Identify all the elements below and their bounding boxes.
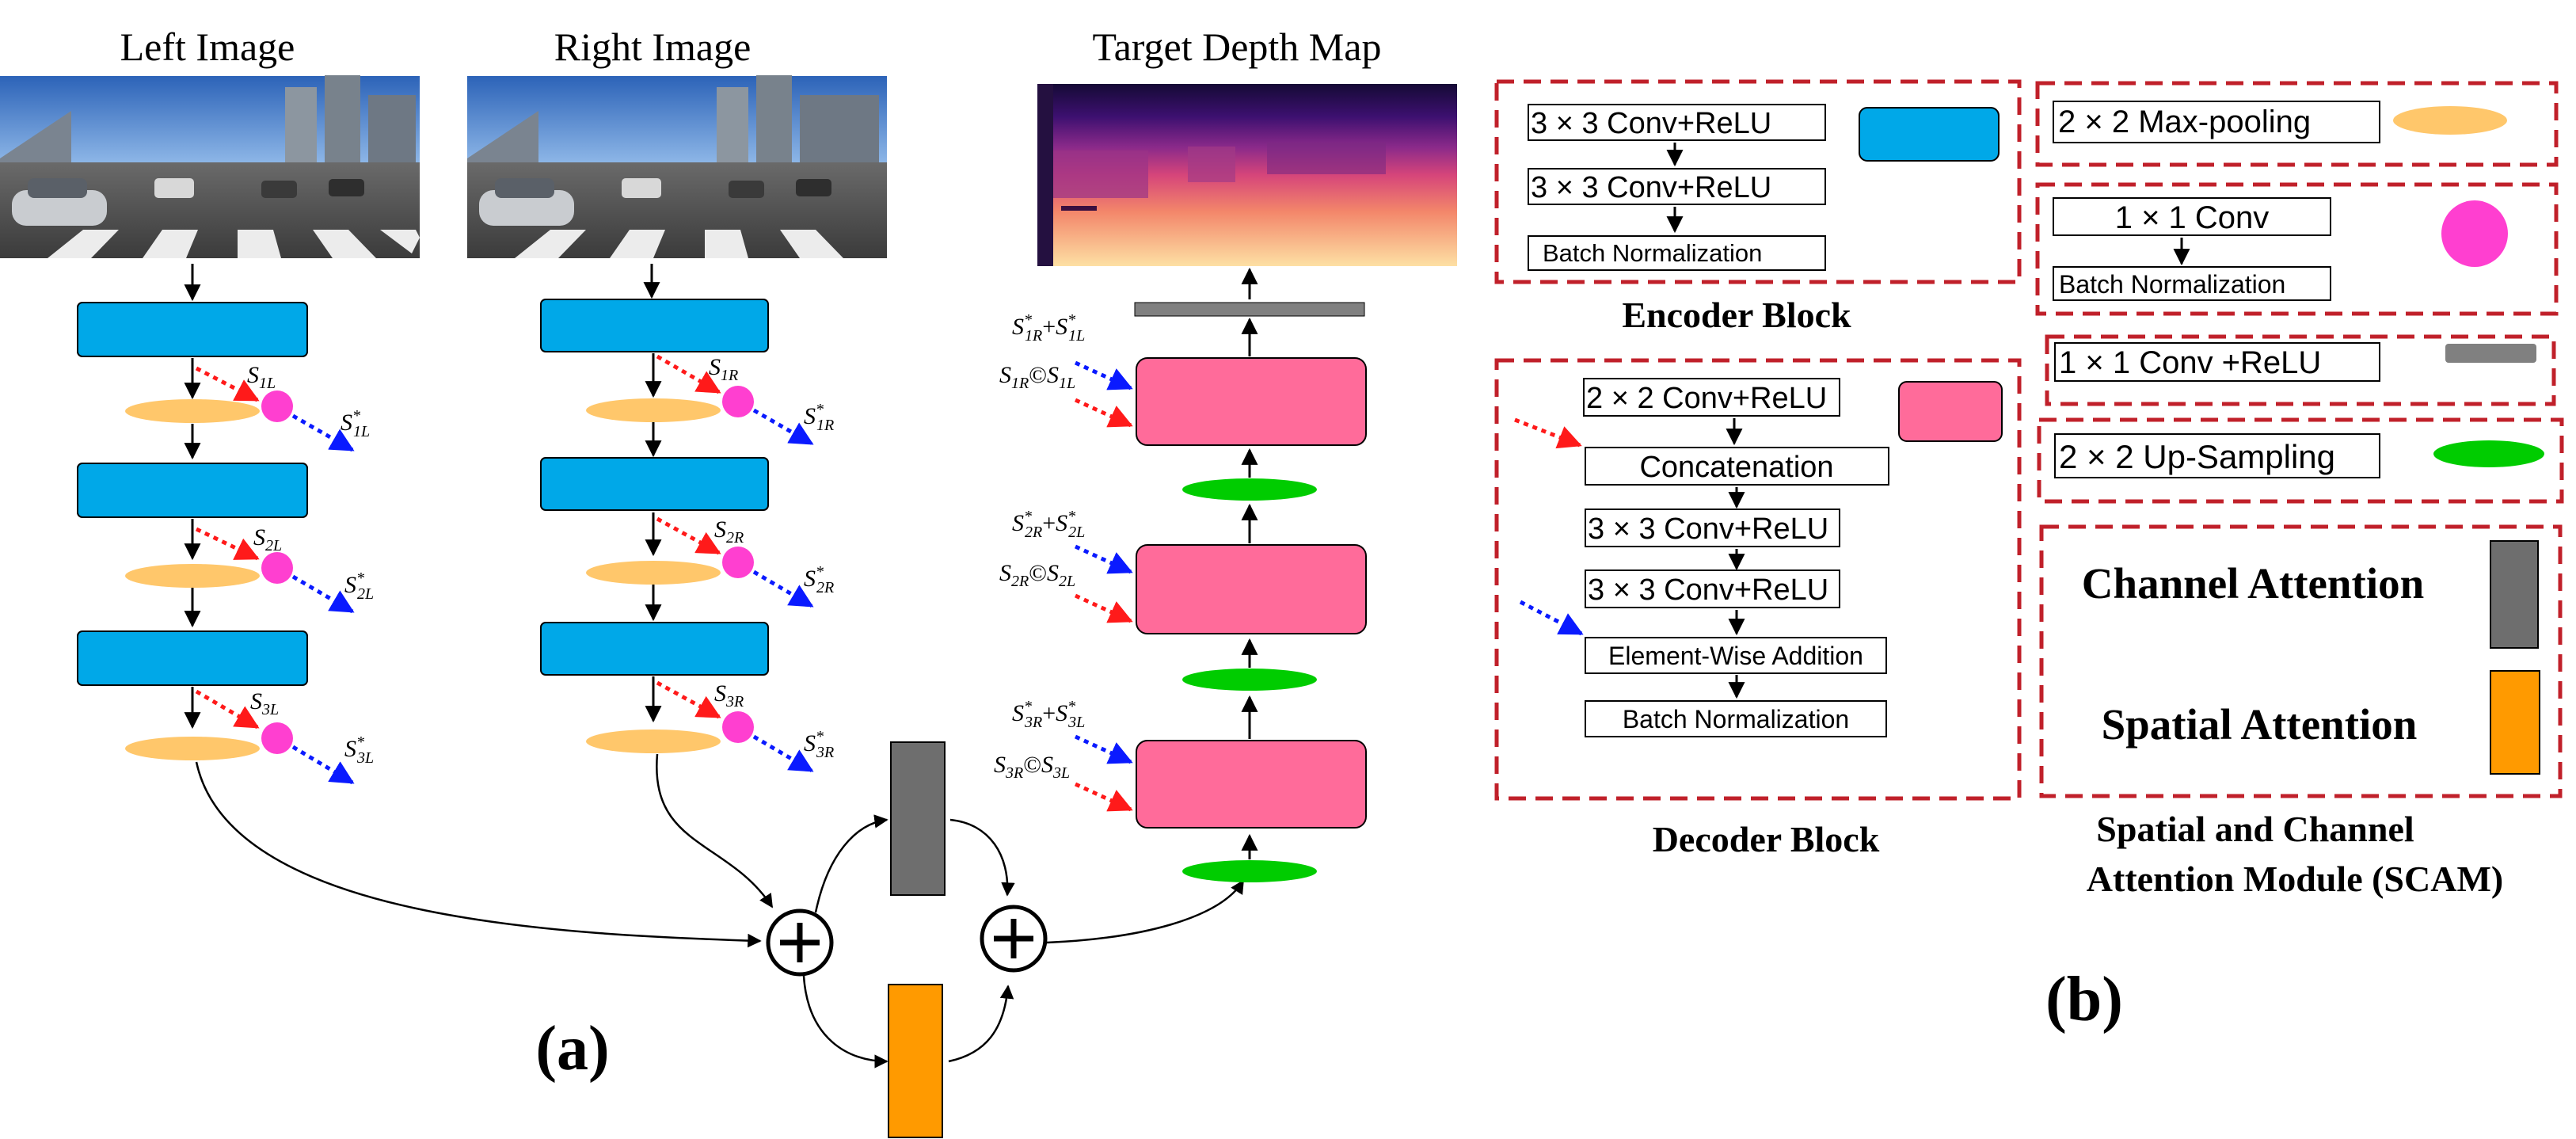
spatial-attention-swatch <box>2490 670 2540 775</box>
right-encoder-block-1 <box>540 299 769 352</box>
skip-label-s3r-star: S*3R <box>804 728 834 761</box>
scam-fusion <box>195 741 1245 1138</box>
skip-label-s1l: S1L <box>247 362 276 392</box>
right-encoder-block-3 <box>540 622 769 676</box>
maxpool-label: 2 × 2 Max-pooling <box>2058 105 2311 139</box>
encoder-block-title: Encoder Block <box>1622 295 1851 335</box>
decoder-step-1: 2 × 2 Conv+ReLU <box>1586 382 1827 415</box>
panel-a-label: (a) <box>535 1014 609 1084</box>
skip-label-s3l: S3L <box>250 688 279 718</box>
upsample-3 <box>1182 860 1317 882</box>
decoder-input-3-sum: S*3R+S*3L <box>1012 698 1085 731</box>
decoder-step-3: 3 × 3 Conv+ReLU <box>1588 512 1828 546</box>
decoder-block-2 <box>1136 544 1367 634</box>
decoder-input-1-sum: S*1R+S*1L <box>1012 311 1085 345</box>
right-conv1x1-2 <box>722 547 754 578</box>
decoder-color-swatch <box>1898 381 2003 442</box>
output-conv1x1-relu <box>1134 302 1365 317</box>
scam-title-line-2: Attention Module (SCAM) <box>2087 859 2503 899</box>
decoder-block-title: Decoder Block <box>1653 819 1880 859</box>
upsampling-legend: 2 × 2 Up-Sampling <box>2037 417 2564 504</box>
skip-label-s2r-star: S*2R <box>804 563 834 596</box>
left-maxpool-3 <box>125 737 260 760</box>
conv1x1-swatch <box>2441 200 2508 267</box>
skip-label-s3l-star: S*3L <box>344 733 374 767</box>
left-maxpool-2 <box>125 564 260 588</box>
right-maxpool-1 <box>586 398 721 422</box>
encoder-step-2: 3 × 3 Conv+ReLU <box>1531 171 1771 204</box>
decoder-block-1 <box>1136 357 1367 446</box>
skip-label-s2l-star: S*2L <box>344 570 374 603</box>
skip-label-s3r: S3R <box>714 680 744 710</box>
right-encoder: S1R S*1R S2R S*2R S3R S*3R <box>540 264 834 773</box>
decoder: S*1R+S*1L S1R©S1L S*2R+S*2L S2R©S2L S*3R… <box>994 267 1367 882</box>
decoder-step-5: Element-Wise Addition <box>1608 642 1863 670</box>
spatial-attention-block <box>888 984 943 1138</box>
encoder-color-swatch <box>1859 107 2000 162</box>
conv1x1-relu-legend: 1 × 1 Conv +ReLU <box>2045 334 2556 406</box>
encoder-step-3: Batch Normalization <box>1543 239 1762 267</box>
right-maxpool-3 <box>586 729 721 753</box>
left-maxpool-1 <box>125 399 260 423</box>
channel-attention-block <box>890 741 946 896</box>
decoder-input-2-concat: S2R©S2L <box>999 560 1075 590</box>
spatial-attention-label: Spatial Attention <box>2102 700 2418 749</box>
skip-label-s1l-star: S*1L <box>341 407 370 440</box>
left-image-title: Left Image <box>120 25 295 69</box>
decoder-input-2-sum: S*2R+S*2L <box>1012 508 1085 541</box>
encoder-step-1: 3 × 3 Conv+ReLU <box>1531 107 1771 140</box>
skip-label-s2l: S2L <box>253 524 282 554</box>
decoder-step-4: 3 × 3 Conv+ReLU <box>1588 573 1828 607</box>
left-encoder-block-1 <box>77 302 308 357</box>
upsampling-label: 2 × 2 Up-Sampling <box>2059 438 2335 475</box>
right-conv1x1-1 <box>722 386 754 417</box>
right-image <box>467 75 887 258</box>
conv1x1-relu-label: 1 × 1 Conv +ReLU <box>2059 345 2321 380</box>
decoder-block-legend: 2 × 2 Conv+ReLU Concatenation 3 × 3 Conv… <box>1494 358 2022 801</box>
upsample-1 <box>1182 478 1317 501</box>
skip-label-s1r-star: S*1R <box>804 401 834 434</box>
conv1x1-relu-swatch <box>2445 344 2536 363</box>
depth-map-title: Target Depth Map <box>1093 25 1382 69</box>
panel-b-label: (b) <box>2045 965 2123 1034</box>
left-conv1x1-2 <box>261 552 293 584</box>
conv1x1-step-2: Batch Normalization <box>2059 270 2285 299</box>
panel-a: Left Image Right Image Target Depth Map <box>0 25 1457 1138</box>
panel-b: 3 × 3 Conv+ReLU 3 × 3 Conv+ReLU Batch No… <box>1494 79 2564 1034</box>
right-maxpool-2 <box>586 561 721 585</box>
left-conv1x1-3 <box>261 722 293 754</box>
decoder-block-3 <box>1136 740 1367 829</box>
channel-attention-swatch <box>2490 540 2539 649</box>
maxpool-swatch <box>2393 106 2507 135</box>
conv1x1-legend: 1 × 1 Conv Batch Normalization <box>2035 182 2559 316</box>
upsample-2 <box>1182 669 1317 691</box>
encoder-block-legend: 3 × 3 Conv+ReLU 3 × 3 Conv+ReLU Batch No… <box>1494 79 2022 284</box>
conv1x1-step-1: 1 × 1 Conv <box>2115 200 2270 235</box>
channel-attention-label: Channel Attention <box>2082 559 2424 608</box>
upsampling-swatch <box>2433 440 2544 467</box>
right-encoder-block-2 <box>540 457 769 511</box>
left-encoder-block-2 <box>77 463 308 518</box>
skip-label-s1r: S1R <box>709 354 738 384</box>
scam-legend: Channel Attention Spatial Attention <box>2039 524 2563 798</box>
right-conv1x1-3 <box>722 711 754 743</box>
decoder-input-3-concat: S3R©S3L <box>994 752 1070 782</box>
decoder-step-6: Batch Normalization <box>1623 705 1849 733</box>
target-depth-map <box>1037 84 1457 266</box>
scam-title-line-1: Spatial and Channel <box>2096 809 2414 849</box>
decoder-step-2: Concatenation <box>1639 451 1833 484</box>
left-encoder-block-3 <box>77 630 308 686</box>
left-encoder: S1L S*1L S2L S*2L S3L S*3L <box>77 264 374 785</box>
right-image-title: Right Image <box>554 25 751 69</box>
left-conv1x1-1 <box>261 390 293 422</box>
left-image <box>0 75 420 258</box>
decoder-input-1-concat: S1R©S1L <box>999 362 1075 392</box>
skip-label-s2r: S2R <box>714 516 744 547</box>
maxpool-legend: 2 × 2 Max-pooling <box>2035 81 2559 167</box>
